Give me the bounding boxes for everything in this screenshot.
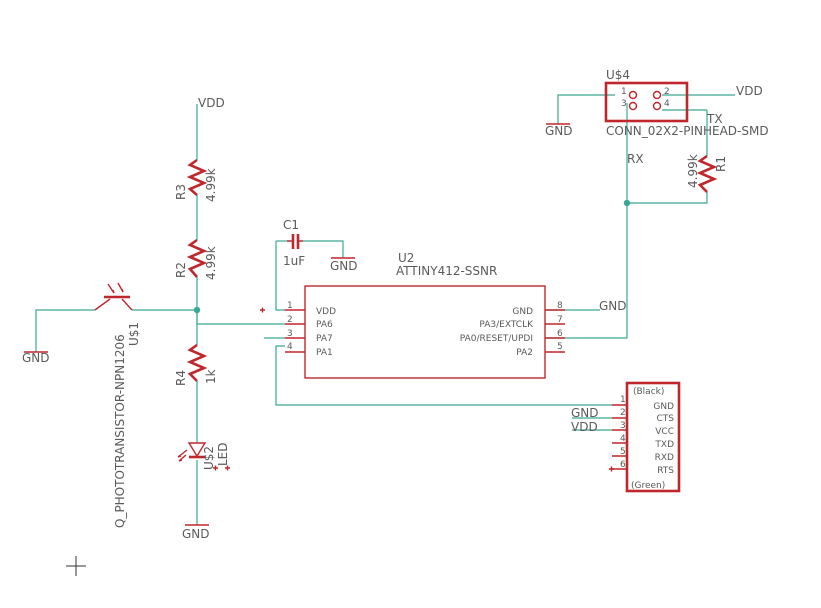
connector-value: CONN_02X2-PINHEAD-SMD (606, 124, 769, 138)
connector-pad (652, 101, 662, 111)
r1-name: R1 (714, 156, 728, 172)
r4-name: R4 (174, 370, 188, 386)
mcu-pin-name: PA0/RESET/UPDI (460, 334, 533, 344)
rx-net-label: RX (627, 152, 644, 166)
resistor-r2[interactable]: R2 4.99k (174, 238, 218, 280)
connector-pad (652, 90, 662, 100)
r2-value: 4.99k (204, 246, 218, 280)
mcu-u2[interactable]: U2 ATTINY412-SSNR 1 2 3 4 VDD PA6 PA7 PA… (285, 251, 565, 379)
ftdi-pin-num: 3 (620, 421, 626, 431)
gnd-label-bottom: GND (182, 527, 210, 541)
junction-dot (623, 199, 631, 207)
vdd-label-top: VDD (198, 96, 225, 110)
ftdi-pin-name: GND (653, 402, 674, 412)
led-name: U$2 (202, 446, 216, 470)
junction-dot (193, 306, 201, 314)
phototransistor-u1[interactable]: U$1 Q_PHOTOTRANSISTOR-NPN1206 (94, 282, 141, 528)
tx-net-label: TX (706, 112, 723, 126)
connector-pin-num: 1 (621, 87, 627, 97)
phototransistor-name: U$1 (127, 322, 141, 346)
mcu-pin-name: PA6 (316, 320, 333, 330)
ftdi-pin-num: 1 (620, 395, 626, 405)
mcu-pin-name: VDD (316, 307, 336, 317)
mcu-pin-num: 8 (557, 301, 563, 311)
ftdi-pin-name: CTS (657, 414, 675, 424)
mcu-pin-name: PA2 (516, 348, 533, 358)
ftdi-top-label: (Black) (633, 387, 664, 397)
mcu-pin-name: PA7 (316, 334, 333, 344)
connector-pad (628, 90, 638, 100)
ftdi-pin-name: RTS (657, 466, 674, 476)
gnd-label-c1: GND (330, 259, 358, 273)
mcu-pin-num: 3 (287, 329, 293, 339)
vdd-label-conn: VDD (736, 84, 763, 98)
mcu-pin-num: 5 (557, 342, 563, 352)
phototransistor-value: Q_PHOTOTRANSISTOR-NPN1206 (113, 334, 127, 528)
ftdi-pin-name: RXD (655, 453, 674, 463)
ftdi-pin-num: 5 (620, 447, 626, 457)
connector-u4[interactable]: 1 2 3 4 U$4 CONN_02X2-PINHEAD-SMD (604, 68, 769, 138)
r2-name: R2 (174, 262, 188, 278)
mcu-pin-num: 7 (557, 315, 563, 325)
gnd-label-ftdi: GND (571, 406, 599, 420)
ftdi-pin-num: 4 (620, 434, 626, 444)
c1-name: C1 (283, 218, 299, 232)
led-value: LED (216, 442, 230, 466)
r3-name: R3 (174, 184, 188, 200)
mcu-name: U2 (398, 251, 414, 265)
c1-value: 1uF (283, 254, 305, 268)
connector-pin-num: 3 (621, 99, 627, 109)
mcu-pin-num: 4 (287, 342, 293, 352)
resistor-r3[interactable]: R3 4.99k (174, 158, 218, 202)
mcu-pin-name: GND (512, 307, 533, 317)
gnd-label-left: GND (22, 351, 50, 365)
gnd-label-conn: GND (545, 124, 573, 138)
vdd-label-ftdi: VDD (571, 420, 598, 434)
connector-pin-num: 2 (664, 87, 670, 97)
mcu-pin-num: 1 (287, 301, 293, 311)
resistor-r1[interactable]: R1 4.99k (686, 154, 728, 193)
ftdi-pin-num: 6 (620, 460, 626, 470)
crosshair-cursor-icon (66, 556, 86, 576)
ftdi-pin-name: TXD (654, 440, 674, 450)
r1-value: 4.99k (686, 154, 700, 188)
mcu-pin-num: 6 (557, 329, 563, 339)
r4-value: 1k (204, 369, 218, 384)
mcu-pin-num: 2 (287, 315, 293, 325)
mcu-pin-name: PA1 (316, 348, 333, 358)
gnd-label-mcu: GND (599, 299, 627, 313)
origin-cross-marks (213, 307, 614, 472)
ftdi-pin-name: VCC (655, 427, 674, 437)
mcu-pin-name: PA3/EXTCLK (479, 320, 534, 330)
wires (35, 94, 735, 525)
capacitor-c1[interactable]: C1 1uF (283, 218, 305, 268)
connector-name: U$4 (606, 68, 630, 82)
ftdi-header[interactable]: (Black) (Green) 1 2 3 4 5 6 GND CTS VCC … (612, 381, 681, 493)
resistor-r4[interactable]: R4 1k (174, 343, 218, 386)
led-u2[interactable]: U$2 LED (177, 442, 230, 470)
r3-value: 4.99k (204, 168, 218, 202)
connector-pin-num: 4 (664, 99, 670, 109)
ftdi-bottom-label: (Green) (631, 481, 665, 491)
mcu-value: ATTINY412-SSNR (396, 264, 497, 278)
connector-pad (628, 101, 638, 111)
ftdi-pin-num: 2 (620, 408, 626, 418)
